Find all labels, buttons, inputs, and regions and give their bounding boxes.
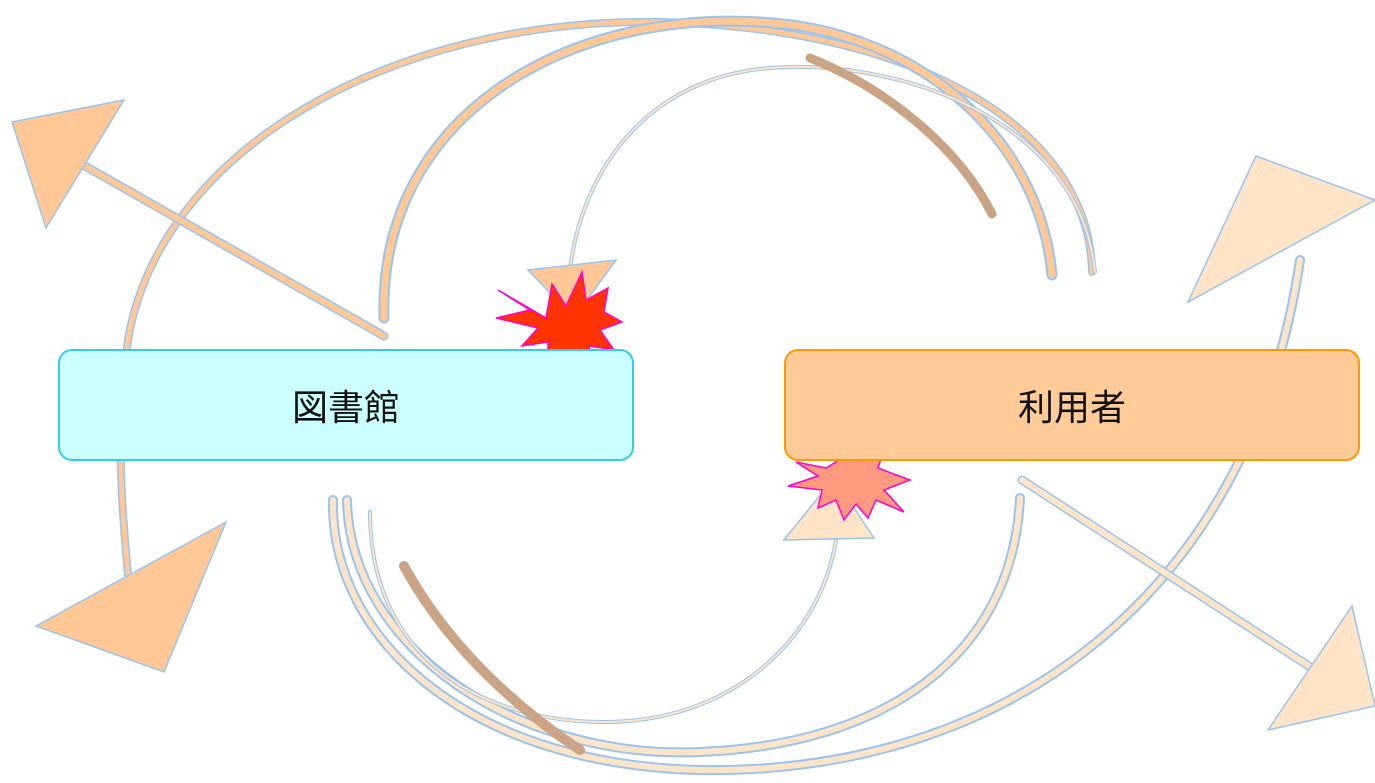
brown-emphasis-stroke-bottom: [399, 561, 585, 755]
arrowhead-up-left: [11, 98, 126, 230]
upper-arc-arrow: [378, 15, 1058, 324]
brown-emphasis-stroke-top: [805, 53, 997, 219]
library-label: 図書館: [291, 388, 400, 429]
arrowhead-up-right: [1186, 155, 1375, 304]
arrowhead-up-to-user: [782, 476, 876, 541]
explosion-burst-library: [495, 269, 624, 374]
user-box: 利用者: [784, 349, 1360, 461]
library-box: 図書館: [58, 349, 634, 461]
user-label: 利用者: [1017, 388, 1126, 429]
arrowhead-down-left: [34, 520, 228, 673]
arrowhead-down-right: [1266, 604, 1375, 732]
